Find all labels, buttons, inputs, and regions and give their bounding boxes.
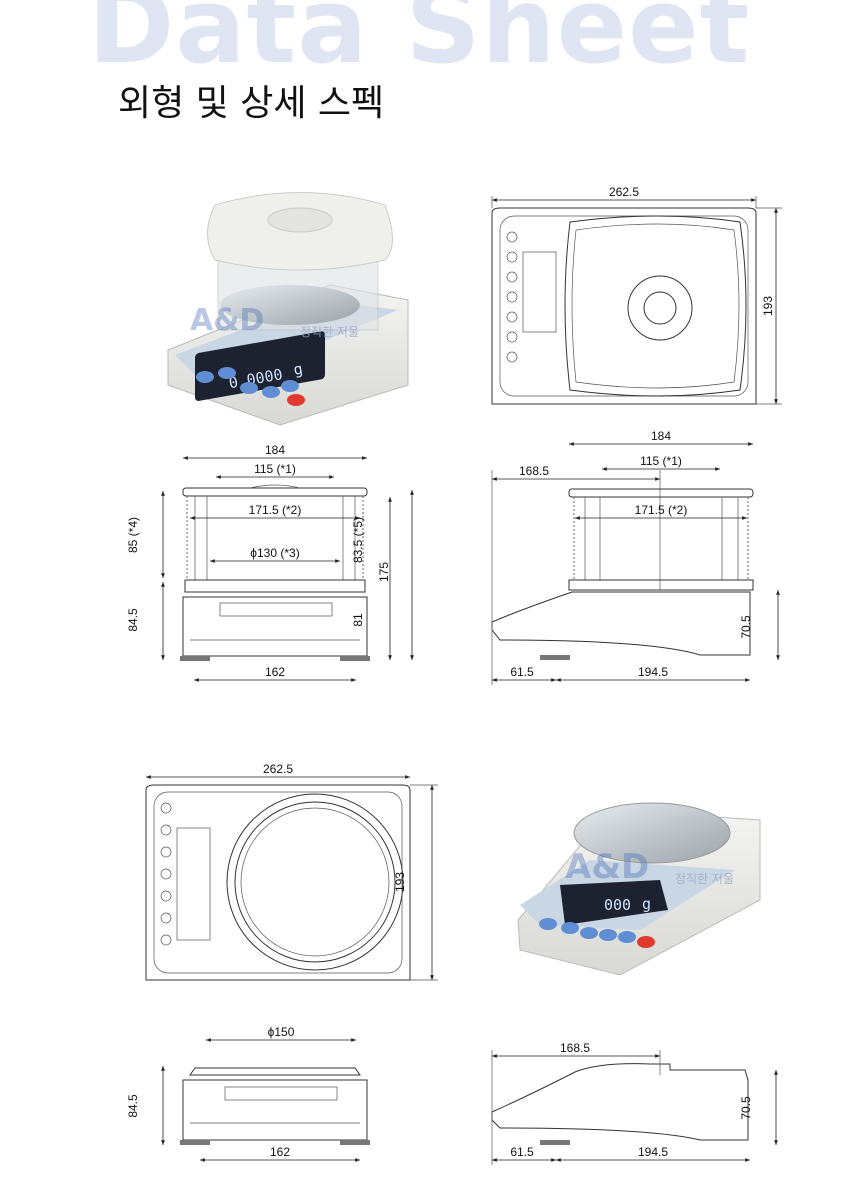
side-view-drawing-1: 184 115 (*1) 168.5 171.5 (*2) 70.5 61.5 …	[491, 429, 780, 685]
dimension-label: 70.5	[739, 1096, 753, 1120]
dimension-label: 171.5 (*2)	[635, 503, 688, 517]
dimension-label: 115 (*1)	[254, 462, 296, 476]
dimension-label: 83.5 (*5)	[351, 517, 365, 563]
dimension-label: 168.5	[519, 464, 549, 478]
product-photo-without-breeze-break: 000 g A&D 정직한 저울	[517, 802, 761, 976]
dimension-label: 194.5	[638, 1145, 668, 1159]
watermark-text: 정직한 저울	[300, 325, 359, 339]
top-view-drawing-1: 262.5 193	[491, 185, 782, 405]
dimension-label: 115 (*1)	[640, 454, 682, 468]
top-view-drawing-2: 262.5 193	[145, 762, 438, 981]
dimension-label: 175	[377, 562, 391, 582]
product-photo-with-breeze-break: 0.0000 g A&D 정직한 저울	[167, 192, 409, 426]
dimension-label: 184	[651, 429, 671, 443]
display-value: 000	[604, 896, 631, 914]
display-unit: g	[642, 895, 651, 913]
dimension-label: 262.5	[263, 762, 293, 776]
dimension-label: 61.5	[510, 1145, 534, 1159]
dimension-label: 162	[270, 1145, 290, 1159]
dimension-label: 84.5	[126, 1094, 140, 1118]
front-view-drawing-1: 184 115 (*1) 171.5 (*2) ϕ130 (*3) 85 (*4…	[126, 443, 414, 682]
dimension-label: 168.5	[560, 1041, 590, 1055]
watermark-text: 정직한 저울	[675, 872, 734, 886]
dimension-label: ϕ150	[268, 1025, 295, 1039]
page-title: 외형 및 상세 스펙	[118, 83, 385, 124]
side-view-drawing-2: 168.5 70.5 61.5 194.5	[491, 1041, 778, 1165]
dimension-label: 81	[351, 613, 365, 627]
dimension-label: 61.5	[510, 665, 534, 679]
brand-logo: A&D	[565, 847, 649, 887]
dimension-label: ϕ130 (*3)	[250, 546, 299, 560]
front-view-drawing-2: ϕ150 84.5 162	[126, 1025, 370, 1162]
dimension-label: 162	[265, 665, 285, 679]
dimension-label: 194.5	[638, 665, 668, 679]
dimension-label: 193	[761, 296, 775, 316]
dimension-label: 193	[393, 872, 407, 892]
dimension-label: 70.5	[739, 615, 753, 639]
dimension-label: 262.5	[609, 185, 639, 199]
dimension-label: 184	[265, 443, 285, 457]
brand-logo: A&D	[190, 303, 264, 338]
dimension-label: 171.5 (*2)	[249, 503, 302, 517]
dimension-label: 85 (*4)	[126, 517, 140, 553]
background-title: Data Sheet	[88, 0, 751, 87]
display-unit: g	[292, 360, 304, 379]
dimension-label: 84.5	[126, 608, 140, 632]
